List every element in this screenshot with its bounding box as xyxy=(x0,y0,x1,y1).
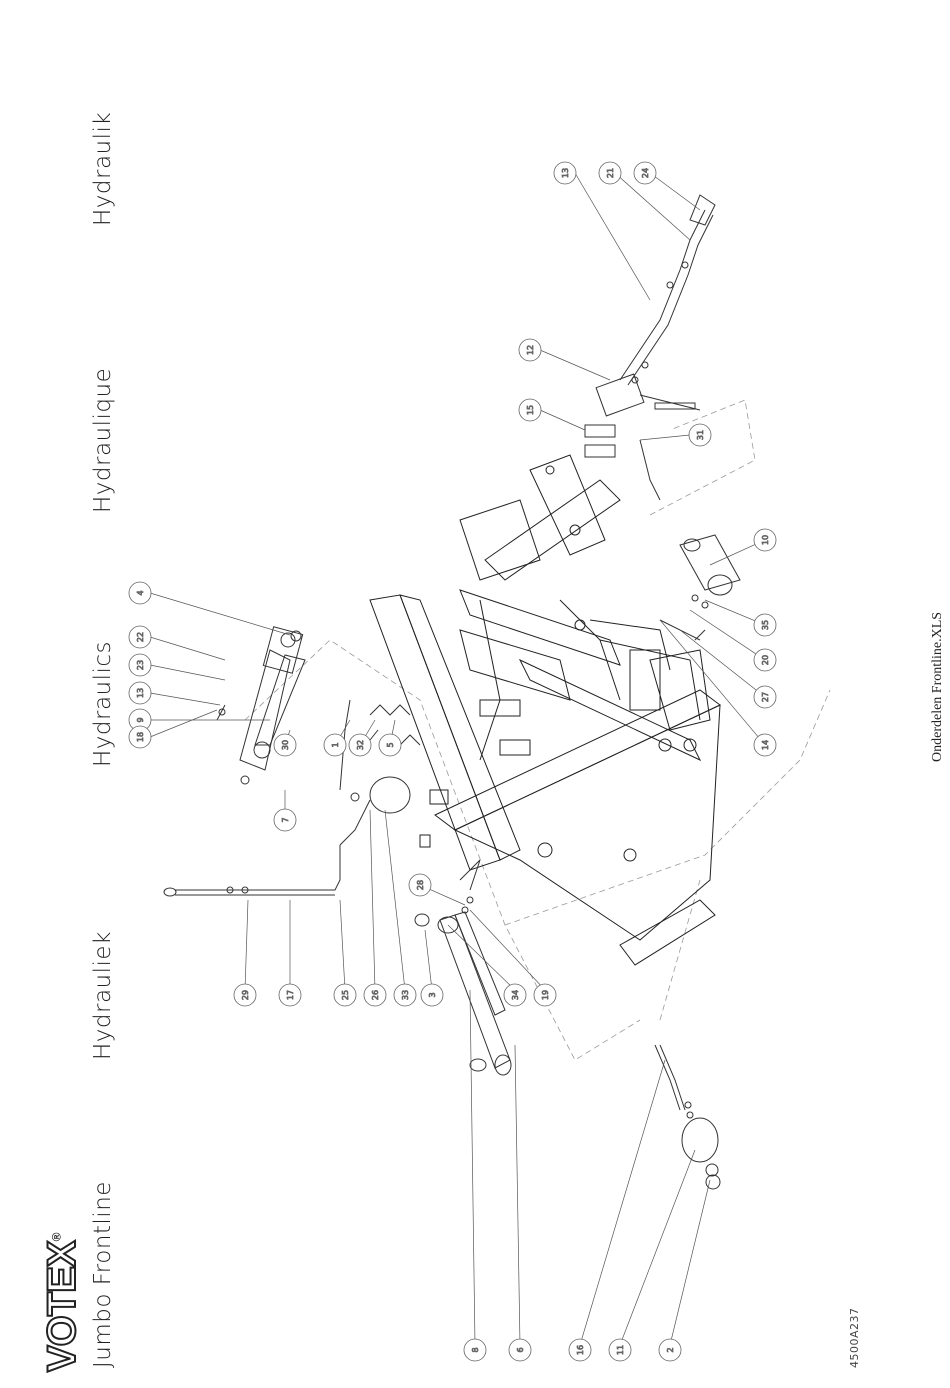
svg-text:15: 15 xyxy=(526,405,535,415)
svg-text:16: 16 xyxy=(576,1345,585,1355)
callout-25: 25 xyxy=(334,984,356,1006)
svg-text:32: 32 xyxy=(356,740,365,750)
callout-11: 11 xyxy=(609,1339,631,1361)
svg-text:21: 21 xyxy=(606,168,615,178)
callout-13a: 13 xyxy=(554,162,576,184)
svg-text:22: 22 xyxy=(136,632,145,642)
svg-text:28: 28 xyxy=(416,880,425,890)
callout-1: 1 xyxy=(324,734,346,756)
svg-text:3: 3 xyxy=(428,992,437,997)
callout-17: 17 xyxy=(279,984,301,1006)
svg-text:18: 18 xyxy=(136,732,145,742)
svg-text:7: 7 xyxy=(281,817,290,822)
callout-32: 32 xyxy=(349,734,371,756)
svg-text:29: 29 xyxy=(241,990,250,1000)
callout-4: 4 xyxy=(129,582,151,604)
callout-12: 12 xyxy=(519,339,541,361)
callout-13b: 13 xyxy=(129,682,151,704)
svg-text:17: 17 xyxy=(286,990,295,1000)
callout-30: 30 xyxy=(274,734,296,756)
callout-7: 7 xyxy=(274,809,296,831)
callout-20: 20 xyxy=(754,649,776,671)
callout-21: 21 xyxy=(599,162,621,184)
svg-text:24: 24 xyxy=(641,168,650,178)
svg-text:27: 27 xyxy=(761,692,770,702)
callout-2: 2 xyxy=(659,1339,681,1361)
callout-34: 34 xyxy=(504,984,526,1006)
leader-lines xyxy=(150,173,765,1345)
svg-text:8: 8 xyxy=(471,1347,480,1352)
callout-5: 5 xyxy=(379,734,401,756)
callout-26: 26 xyxy=(364,984,386,1006)
svg-text:1: 1 xyxy=(331,742,340,747)
callout-22: 22 xyxy=(129,626,151,648)
svg-text:5: 5 xyxy=(386,742,395,747)
svg-text:33: 33 xyxy=(401,990,410,1000)
svg-text:31: 31 xyxy=(696,430,705,440)
valve-block-assembly xyxy=(585,195,715,500)
svg-text:20: 20 xyxy=(761,655,770,665)
callout-8: 8 xyxy=(464,1339,486,1361)
svg-text:35: 35 xyxy=(761,620,770,630)
svg-text:25: 25 xyxy=(341,990,350,1000)
svg-text:34: 34 xyxy=(511,990,520,1000)
accumulator-assembly xyxy=(164,700,410,896)
svg-text:9: 9 xyxy=(136,717,145,722)
callout-16: 16 xyxy=(569,1339,591,1361)
svg-text:26: 26 xyxy=(371,990,380,1000)
callout-15: 15 xyxy=(519,399,541,421)
svg-text:13: 13 xyxy=(561,168,570,178)
callout-29: 29 xyxy=(234,984,256,1006)
callout-10: 10 xyxy=(754,529,776,551)
svg-text:12: 12 xyxy=(526,345,535,355)
hydraulic-cylinder-10 xyxy=(660,535,740,640)
callout-28: 28 xyxy=(409,874,431,896)
svg-text:6: 6 xyxy=(516,1347,525,1352)
svg-text:2: 2 xyxy=(666,1347,675,1352)
callout-18: 18 xyxy=(129,726,151,748)
callout-3: 3 xyxy=(421,984,443,1006)
svg-text:19: 19 xyxy=(541,990,550,1000)
callout-24: 24 xyxy=(634,162,656,184)
dashed-outline xyxy=(245,400,830,1060)
callout-27: 27 xyxy=(754,686,776,708)
svg-text:14: 14 xyxy=(761,740,770,750)
svg-text:23: 23 xyxy=(136,660,145,670)
svg-text:4: 4 xyxy=(136,590,145,595)
callout-14: 14 xyxy=(754,734,776,756)
accumulator-11-assembly xyxy=(655,1045,720,1189)
callout-19: 19 xyxy=(534,984,556,1006)
callout-31: 31 xyxy=(689,424,711,446)
callout-bubbles: 13 21 24 12 15 31 4 22 23 13 9 18 30 7 1… xyxy=(129,162,776,1361)
callout-23: 23 xyxy=(129,654,151,676)
svg-text:10: 10 xyxy=(761,535,770,545)
svg-text:30: 30 xyxy=(281,740,290,750)
callout-6: 6 xyxy=(509,1339,531,1361)
svg-text:11: 11 xyxy=(616,1345,625,1355)
callout-35: 35 xyxy=(754,614,776,636)
svg-text:13: 13 xyxy=(136,688,145,698)
callout-33: 33 xyxy=(394,984,416,1006)
